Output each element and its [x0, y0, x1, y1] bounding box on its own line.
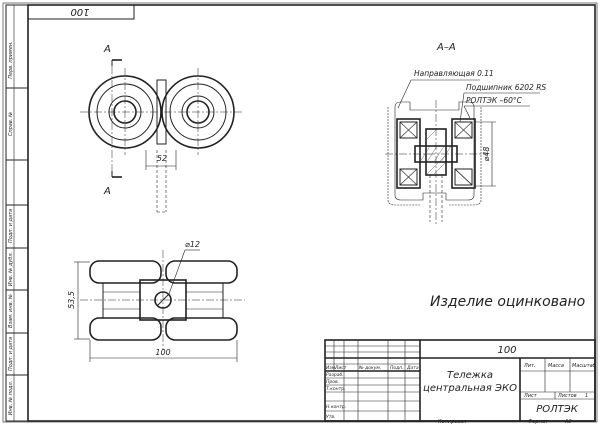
section-title: А–А: [436, 42, 456, 53]
strip-label-ref-no: Справ. №: [8, 112, 14, 136]
strip-label-sign-date-1: Подп. и дата: [8, 209, 14, 243]
tb-sheets-label: Листов: [557, 393, 577, 399]
tb-col-sign: Подп.: [390, 365, 404, 371]
format-value: А3: [564, 419, 572, 425]
tb-scale-label: Масштаб: [572, 363, 596, 369]
callout-bearing: Подшипник 6202 RS: [466, 83, 546, 92]
corner-stamp: 100: [27, 4, 135, 20]
bottom-view: ⌀12 53,5 100: [67, 240, 245, 362]
callout-guide: Направляющая 0.11: [414, 69, 494, 78]
dim-52: 52: [157, 154, 167, 163]
dim-100: 100: [155, 348, 170, 357]
section-marker-bottom: А: [103, 186, 111, 197]
bottom-wheel-br: [165, 317, 238, 341]
section-marker-top: А: [103, 44, 111, 55]
tb-sheet-label: Лист: [523, 393, 538, 399]
dim-diam12: ⌀12: [185, 240, 200, 249]
strip-label-repl-inv: Взам. инв. №: [8, 294, 14, 328]
tb-col-change: Изм.: [326, 365, 337, 371]
strip-label-dup-inv: Инв. № дубл.: [8, 252, 14, 286]
dim-53-5: 53,5: [67, 291, 76, 309]
title-block: 100 Изм. Лист № докум. Подп. Дата Разраб…: [324, 339, 596, 422]
tb-role-developer: Разраб.: [326, 372, 344, 378]
tb-col-docno: № докум.: [358, 365, 381, 371]
strip-label-first-use: Перв. примен.: [8, 41, 14, 79]
strip-label-sign-date-2: Подп. и дата: [8, 337, 14, 371]
tb-name-line2: центральная ЭКО: [423, 383, 517, 394]
tb-role-tech-control: Т.контр.: [326, 386, 346, 392]
tb-col-date: Дата: [406, 365, 419, 371]
tb-name-line1: Тележка: [447, 370, 493, 381]
galvanized-note: Изделие оцинковано: [430, 294, 585, 310]
copied-label: Копировал: [438, 419, 467, 425]
tb-company: РОЛТЭК: [536, 404, 579, 415]
tb-designation: 100: [497, 345, 516, 356]
left-strip: Перв. примен. Справ. № Подп. и дата Инв.…: [5, 4, 29, 422]
tb-lit-label: Лит.: [523, 363, 536, 369]
dim-diam48: ⌀48: [482, 147, 491, 162]
tb-col-sheet: Лист: [334, 365, 347, 371]
tb-role-checker: Пров.: [326, 379, 339, 385]
section-left-wheel: [396, 118, 421, 189]
callout-material: РОЛТЭК –60°С: [466, 96, 523, 105]
corner-stamp-code: 100: [70, 6, 89, 17]
tb-role-approved: Утв.: [326, 414, 335, 420]
format-label: Формат: [528, 419, 549, 425]
bottom-wheel-bl: [89, 317, 162, 341]
section-right-wheel: [451, 118, 476, 189]
front-view: А А 52: [80, 44, 242, 213]
tb-sheets-value: 1: [585, 393, 588, 399]
section-view: А–А: [385, 42, 546, 225]
tb-role-norm-control: Н.контр.: [326, 404, 346, 410]
strip-label-orig-inv: Инв. № подл.: [8, 381, 14, 416]
tb-mass-label: Масса: [548, 363, 564, 369]
